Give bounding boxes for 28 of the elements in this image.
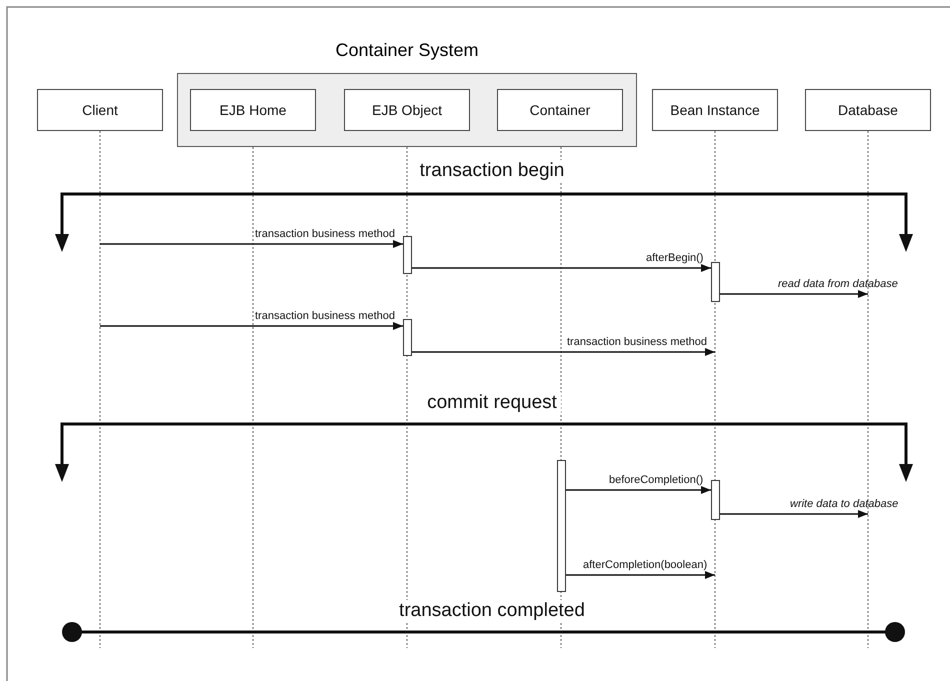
message-label: transaction business method: [255, 310, 396, 322]
message-arrow: [566, 486, 711, 494]
participant-box: EJB Object: [344, 89, 470, 131]
activation-bar: [711, 262, 720, 302]
message-label: transaction business method: [255, 228, 396, 240]
message-label: read data from database: [778, 278, 898, 290]
group-heading: Container System: [335, 40, 479, 61]
message-arrow: [720, 290, 868, 298]
message-arrow: [100, 240, 403, 248]
message-arrow: [566, 571, 715, 579]
activation-bar: [557, 460, 566, 592]
activation-bar: [403, 319, 412, 356]
message-label: write data to database: [790, 498, 898, 510]
message-arrow: [412, 348, 715, 356]
participant-box: EJB Home: [190, 89, 316, 131]
message-label: afterBegin(): [646, 252, 704, 264]
participant-box: Container: [497, 89, 623, 131]
message-label: afterCompletion(boolean): [583, 559, 708, 571]
activation-bar: [711, 480, 720, 520]
participant-box: Database: [805, 89, 931, 131]
activation-bar: [403, 236, 412, 274]
message-label: beforeCompletion(): [609, 474, 704, 486]
message-label: transaction business method: [567, 336, 708, 348]
message-arrow: [720, 510, 868, 518]
participant-box: Client: [37, 89, 163, 131]
message-arrow: [412, 264, 711, 272]
message-arrow: [100, 322, 403, 330]
participant-box: Bean Instance: [652, 89, 778, 131]
